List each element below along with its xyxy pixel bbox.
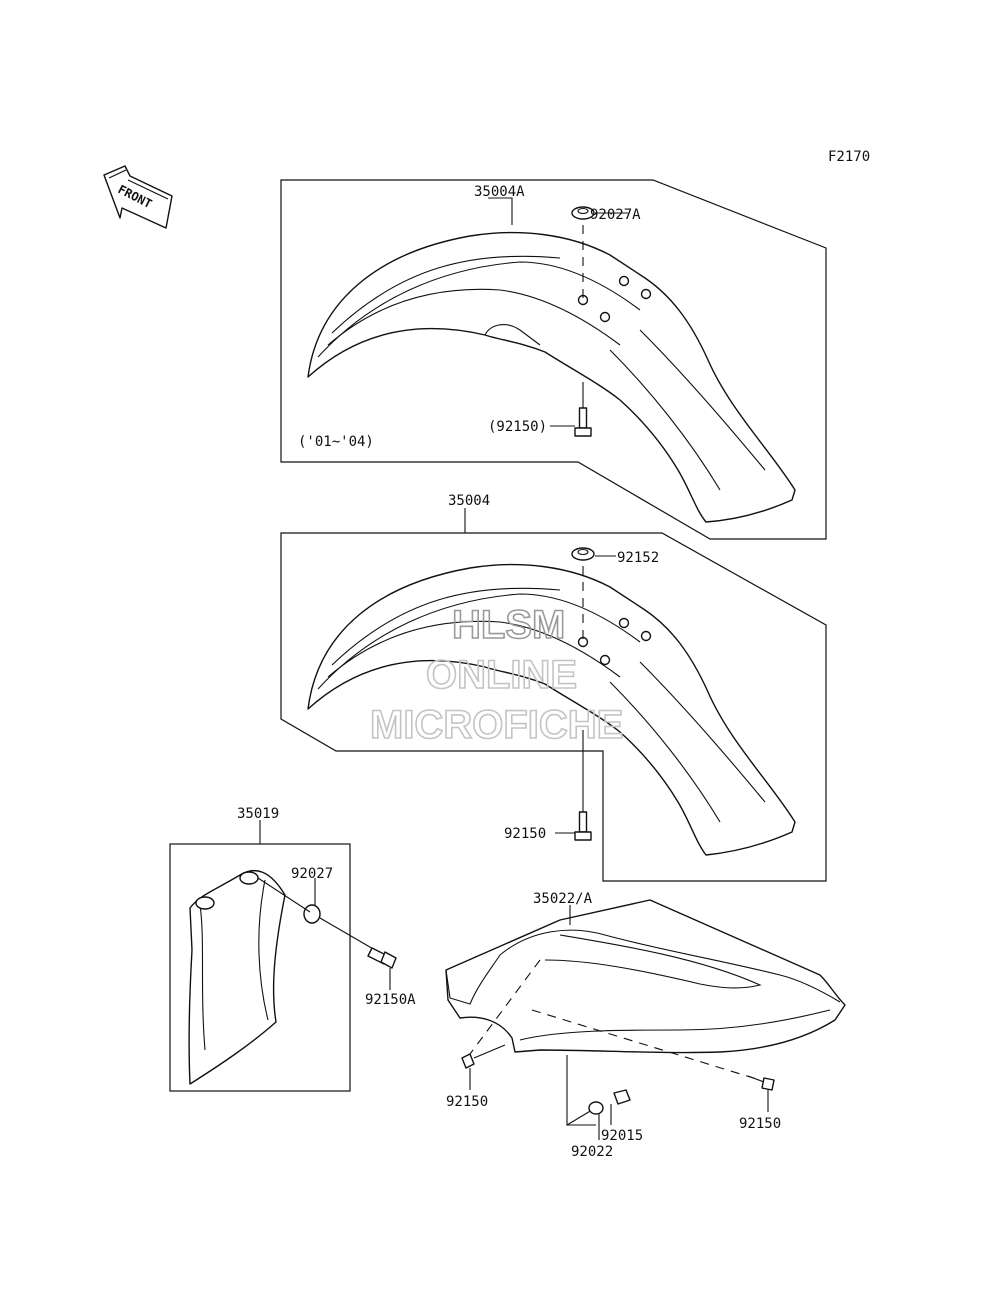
- label-35019: 35019: [237, 806, 279, 822]
- label-92027a: 92027A: [590, 207, 641, 223]
- label-92150-d: 92150: [739, 1116, 781, 1132]
- label-92150-c: 92150: [446, 1094, 488, 1110]
- label-35004a: 35004A: [474, 184, 525, 200]
- label-35004: 35004: [448, 493, 490, 509]
- label-92152: 92152: [617, 550, 659, 566]
- fender-group: 35004 92152 92150: [280, 493, 827, 882]
- washer-92027-icon: [303, 904, 321, 924]
- label-92015: 92015: [601, 1128, 643, 1144]
- label-92150-paren: (92150): [488, 419, 547, 435]
- watermark-line3: MICROFICHE: [370, 703, 623, 747]
- label-92150-b: 92150: [504, 826, 546, 842]
- bolt-92150-a-icon: [578, 407, 588, 429]
- fender-frame: [280, 532, 827, 882]
- front-fender-a-shape: [307, 231, 796, 523]
- label-92027: 92027: [291, 866, 333, 882]
- front-fender-shape: [307, 563, 796, 856]
- nut-92015-icon: [613, 1089, 631, 1105]
- fender-a-frame: [280, 179, 827, 540]
- label-92150a: 92150A: [365, 992, 416, 1008]
- label-35022a: 35022/A: [533, 891, 593, 907]
- watermark-line2: ONLINE: [426, 653, 577, 697]
- rear-fender-group: 35022/A 92150 92150 92015 92022: [445, 891, 846, 1160]
- bolt-92150-d-icon: [761, 1077, 775, 1091]
- front-arrow-icon: FRONT: [103, 165, 173, 229]
- bolt-92150-c-icon: [461, 1053, 475, 1069]
- guard-group: 35019 92027 92150A: [169, 806, 416, 1092]
- figure-code: F2170: [828, 149, 870, 165]
- rear-fender-shape: [445, 899, 846, 1054]
- bolt-92150-b-icon: [578, 811, 588, 833]
- label-92022: 92022: [571, 1144, 613, 1160]
- watermark: HLSM ONLINE MICROFICHE: [369, 602, 624, 748]
- fender-a-group: 35004A 92027A (92150) ('01~'04): [280, 179, 827, 540]
- watermark-line1: HLSM: [452, 603, 565, 647]
- guard-shape: [188, 870, 286, 1085]
- washer-92022-icon: [588, 1101, 604, 1115]
- year-note: ('01~'04): [298, 434, 374, 450]
